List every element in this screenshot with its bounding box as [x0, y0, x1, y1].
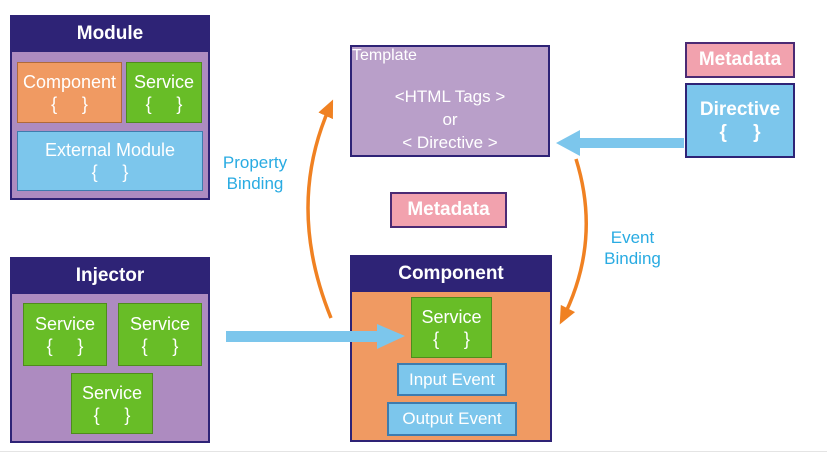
injector-service-label: Service [34, 313, 96, 334]
module-box: Module Component { } Service { } Externa… [10, 15, 210, 200]
property-binding-line2: Binding [226, 174, 284, 193]
template-line-directive: < Directive > [402, 133, 498, 152]
external-module-box: External Module { } [17, 131, 203, 191]
output-event-box: Output Event [387, 402, 517, 436]
injector-service-box: Service { } [71, 373, 153, 434]
component-title: Component [350, 255, 552, 292]
injector-box: Injector Service { } Service { } Service… [10, 257, 210, 443]
module-component-braces: { } [51, 93, 88, 114]
output-event-label: Output Event [402, 409, 502, 428]
injector-service-label: Service [129, 313, 191, 334]
injector-service-box: Service { } [23, 303, 107, 366]
template-body: <HTML Tags > or < Directive > [352, 84, 548, 155]
metadata-right-label: Metadata [698, 49, 782, 70]
component-service-label: Service [421, 306, 482, 327]
module-service-box: Service { } [126, 62, 202, 123]
injector-service-braces: { } [46, 335, 84, 356]
component-service-braces: { } [433, 328, 470, 349]
external-module-braces: { } [91, 162, 129, 182]
directive-box: Directive { } [685, 83, 795, 158]
input-event-box: Input Event [397, 363, 507, 396]
event-binding-line2: Binding [604, 249, 661, 268]
template-box: Template <HTML Tags > or < Directive > [350, 45, 550, 157]
module-title: Module [10, 15, 210, 52]
directive-label: Directive [699, 98, 781, 120]
component-box: Component Service { } Input Event Output… [350, 255, 552, 442]
directive-braces: { } [719, 121, 761, 143]
event-binding-line1: Event [610, 228, 655, 247]
property-binding-label: Property Binding [205, 152, 305, 194]
template-line-or: or [442, 110, 458, 129]
template-line-html-tags: <HTML Tags > [394, 87, 506, 106]
input-event-label: Input Event [408, 369, 495, 389]
module-component-box: Component { } [17, 62, 122, 123]
component-service-box: Service { } [411, 297, 492, 358]
event-binding-label: Event Binding [580, 227, 685, 269]
property-binding-arrow [306, 99, 334, 319]
injector-service-braces: { } [93, 404, 131, 425]
injector-title: Injector [10, 257, 210, 294]
directive-to-template-arrow [556, 130, 684, 156]
module-service-label: Service [133, 71, 195, 92]
metadata-center-box: Metadata [390, 192, 507, 228]
slide-bottom-edge [0, 451, 827, 452]
metadata-center-label: Metadata [407, 199, 490, 220]
metadata-right-box: Metadata [685, 42, 795, 78]
injector-service-braces: { } [141, 335, 179, 356]
template-title: Template [352, 47, 417, 64]
module-service-braces: { } [145, 93, 183, 114]
injector-service-label: Service [81, 382, 143, 403]
property-binding-line1: Property [222, 153, 288, 172]
module-component-label: Component [22, 71, 117, 92]
injector-service-box: Service { } [118, 303, 202, 366]
external-module-label: External Module [44, 140, 176, 160]
